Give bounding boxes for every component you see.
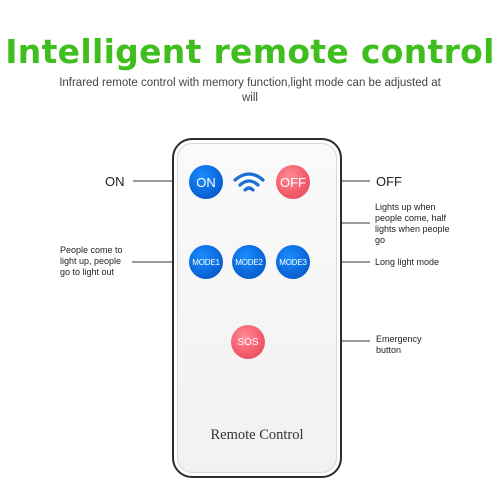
page-title: Intelligent remote control <box>5 32 495 71</box>
callout-sos: Emergency button <box>376 334 422 355</box>
callout-on: ON <box>105 174 125 189</box>
callout-mode1: People come to light up, people go to li… <box>60 245 123 277</box>
callout-off: OFF <box>376 174 402 189</box>
callout-mode2: Lights up when people come, half lights … <box>375 202 450 245</box>
remote-label: Remote Control <box>210 427 304 443</box>
mode3-button[interactable]: MODE3 <box>276 245 310 279</box>
sos-button[interactable]: SOS <box>231 325 265 359</box>
mode2-button[interactable]: MODE2 <box>232 245 266 279</box>
off-button[interactable]: OFF <box>276 165 310 199</box>
callout-mode3: Long light mode <box>375 257 440 267</box>
mode1-button[interactable]: MODE1 <box>189 245 223 279</box>
on-button[interactable]: ON <box>189 165 223 199</box>
wifi-signal-icon <box>233 172 265 192</box>
page-subtitle: Infrared remote control with memory func… <box>59 77 441 104</box>
